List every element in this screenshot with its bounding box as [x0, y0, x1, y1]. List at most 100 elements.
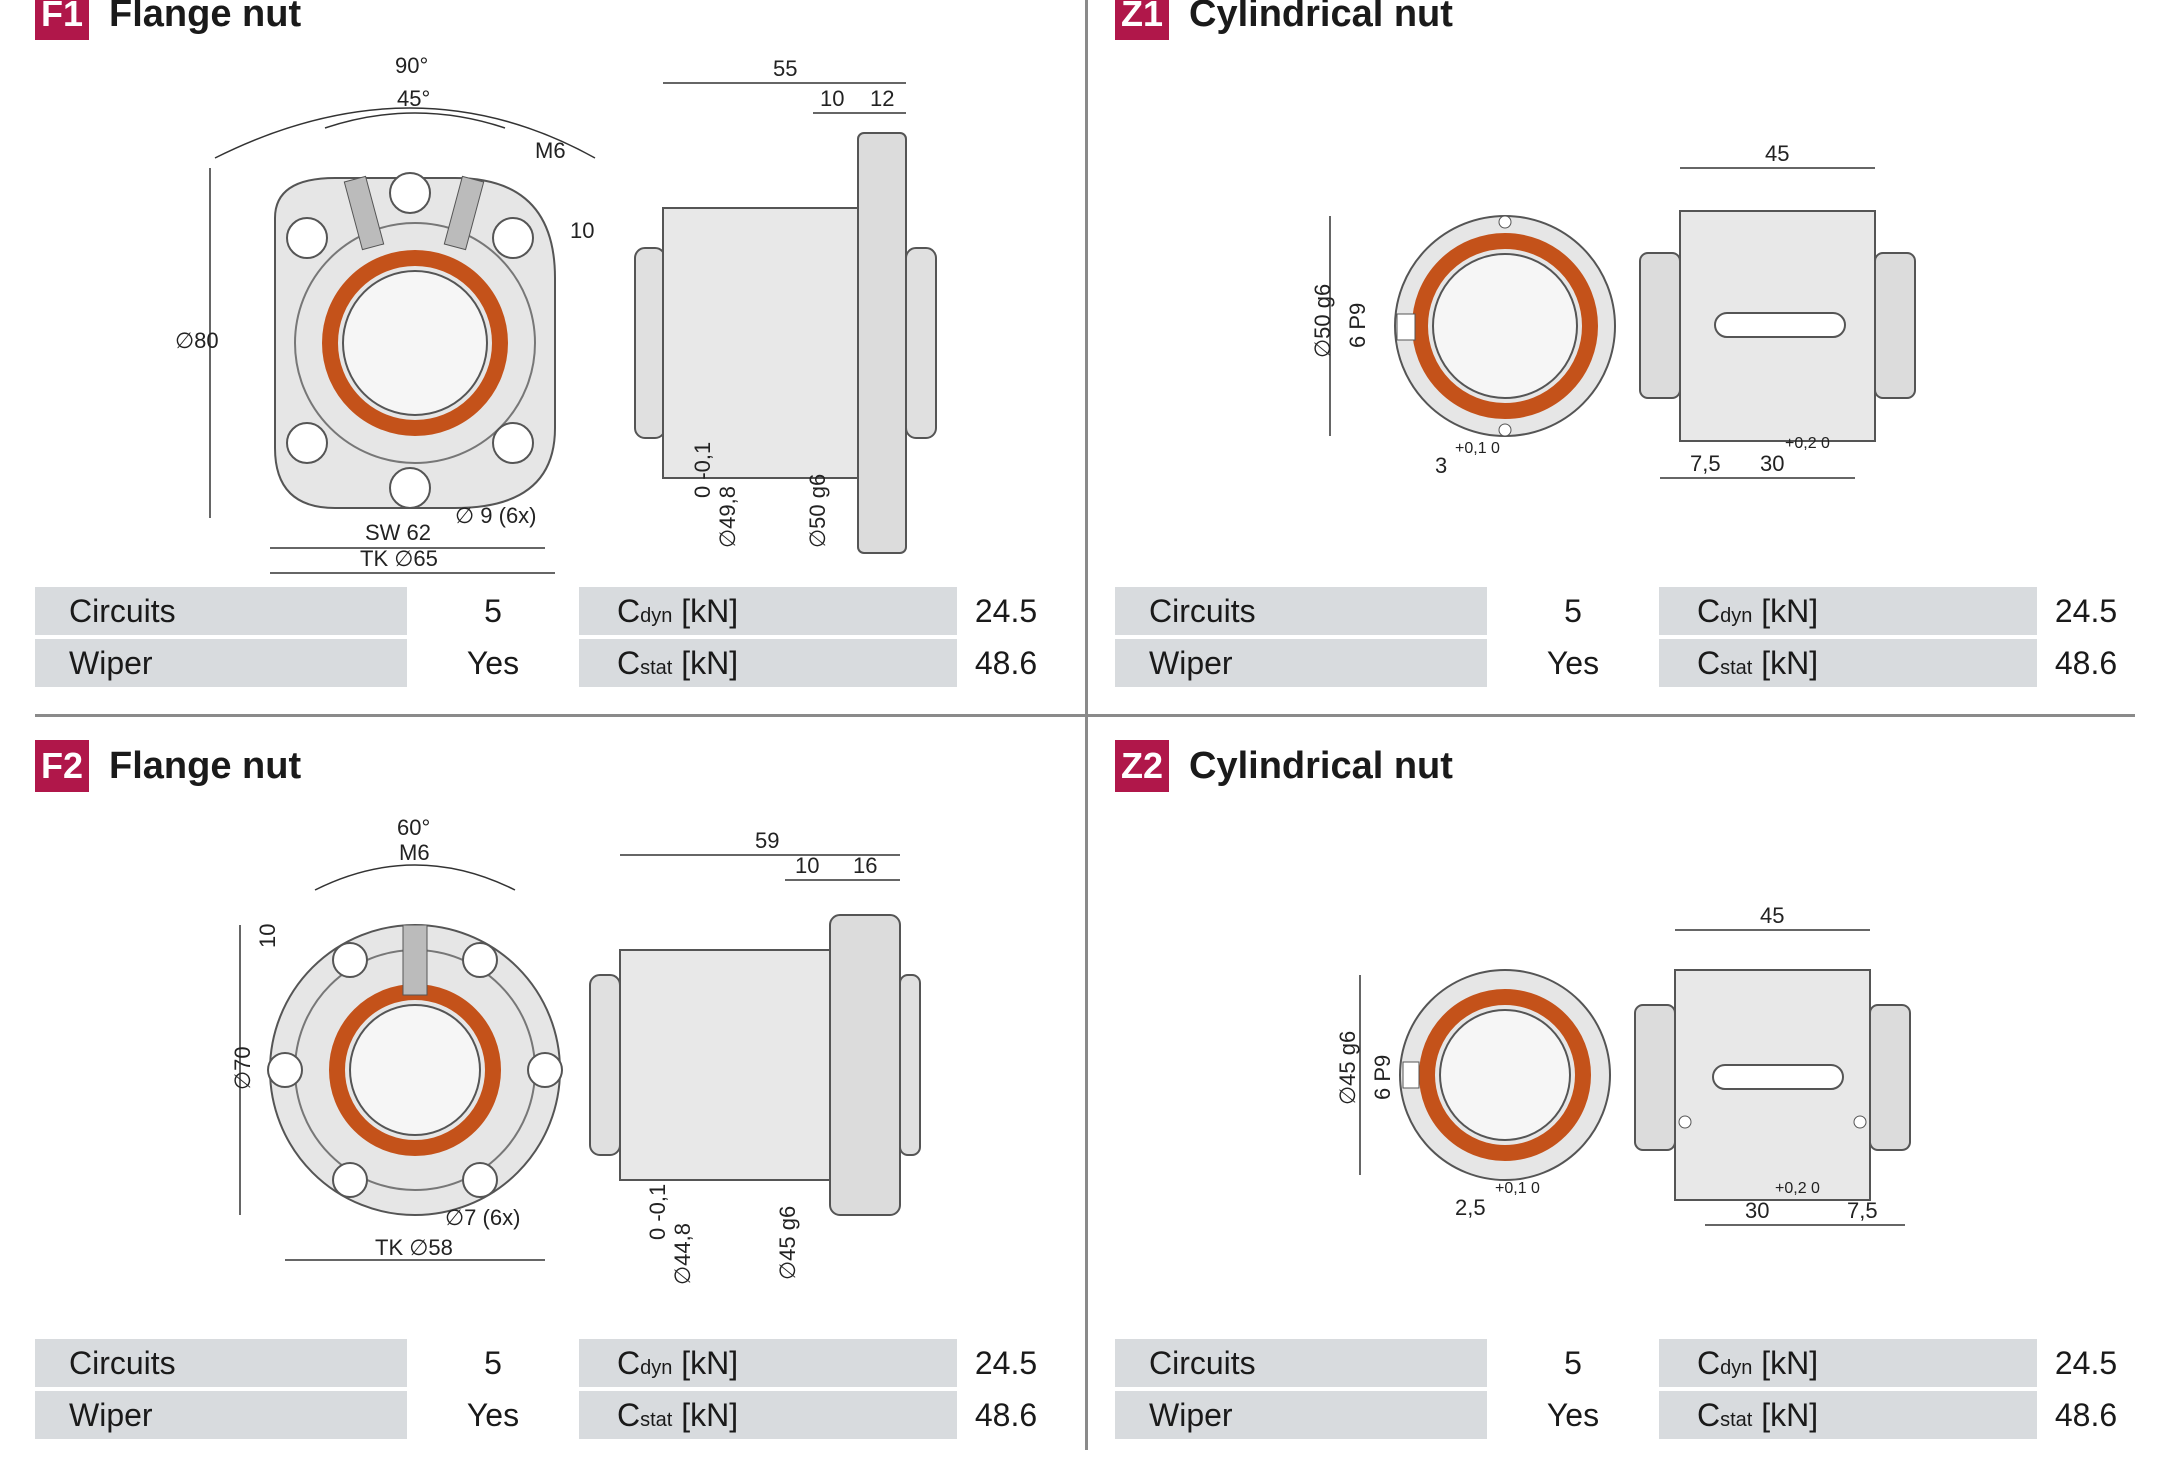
dim-dia-70: ∅70	[230, 1046, 255, 1090]
dim-dia-80: ∅80	[175, 328, 219, 353]
panel-code-badge: F2	[35, 740, 89, 792]
dim-16: 16	[853, 853, 877, 878]
panel-code-badge: Z2	[1115, 740, 1169, 792]
dim-dia-49: ∅49,8	[715, 486, 740, 548]
panel-header: F2 Flange nut	[35, 740, 301, 792]
dim-10b: 10	[795, 853, 819, 878]
cdyn-label: Cdyn [kN]	[579, 587, 957, 635]
flange-nut-drawing: 60° M6 10 ∅70 TK ∅58 ∅7 (6x) 59 10 16 ∅4…	[35, 800, 1055, 1360]
dim-59: 59	[755, 828, 779, 853]
dim-hole: ∅7 (6x)	[445, 1205, 520, 1230]
dim-30-tol: +0,2 0	[1775, 1180, 1820, 1197]
flange-nut-drawing: 90° 45° M6 10 ∅80 SW 62 TK ∅65 ∅ 9 (6x) …	[35, 28, 1055, 588]
dim-thread: M6	[535, 138, 566, 163]
dim-dia-50: ∅50 g6	[805, 474, 830, 548]
cstat-label: Cstat [kN]	[579, 1391, 957, 1439]
dim-7-5: 7,5	[1847, 1198, 1878, 1223]
panel-header: Z2 Cylindrical nut	[1115, 740, 1453, 792]
spec-row: Circuits 5 Cdyn [kN] 24.5	[1115, 1339, 2135, 1387]
dim-dia-45: ∅45 g6	[1335, 1031, 1360, 1105]
dim-sw: SW 62	[365, 520, 431, 545]
circuits-value: 5	[407, 1339, 579, 1387]
dim-3-tol: +0,1 0	[1455, 440, 1500, 457]
dim-angle-60: 60°	[397, 815, 430, 840]
spec-table: Circuits 5 Cdyn [kN] 24.5 Wiper Yes Csta…	[1115, 583, 2135, 691]
panel-title: Flange nut	[109, 744, 302, 787]
dim-dia-50: ∅50 g6	[1310, 284, 1335, 358]
cdyn-value: 24.5	[2037, 1339, 2135, 1387]
spec-table: Circuits 5 Cdyn [kN] 24.5 Wiper Yes Csta…	[35, 1335, 1055, 1443]
vertical-divider	[1085, 0, 1088, 1450]
dim-10: 10	[255, 924, 280, 948]
cstat-label: Cstat [kN]	[1659, 639, 2037, 687]
circuits-value: 5	[1487, 1339, 1659, 1387]
panel-z2: Z2 Cylindrical nut ∅45 g6 6 P9 2,5 +0,1 …	[1115, 740, 2135, 1440]
dim-key: 6 P9	[1345, 303, 1370, 348]
wiper-value: Yes	[407, 1391, 579, 1439]
cdyn-label: Cdyn [kN]	[1659, 1339, 2037, 1387]
spec-row: Wiper Yes Cstat [kN] 48.6	[1115, 1391, 2135, 1439]
dim-45: 45	[1760, 903, 1784, 928]
panel-code-badge: F1	[35, 0, 89, 40]
panel-code-badge: Z1	[1115, 0, 1169, 40]
dim-tk: TK ∅58	[375, 1235, 453, 1260]
panel-f1: F1 Flange nut 90° 45° M6 10 ∅	[35, 0, 1055, 688]
dim-key: 6 P9	[1370, 1055, 1395, 1100]
spec-table: Circuits 5 Cdyn [kN] 24.5 Wiper Yes Csta…	[1115, 1335, 2135, 1443]
technical-drawing-svg: 90° 45° M6 10 ∅80 SW 62 TK ∅65 ∅ 9 (6x) …	[175, 53, 937, 574]
cdyn-label: Cdyn [kN]	[1659, 587, 2037, 635]
spec-row: Circuits 5 Cdyn [kN] 24.5	[1115, 587, 2135, 635]
dim-thread: M6	[399, 840, 430, 865]
dim-2-5-tol: +0,1 0	[1495, 1180, 1540, 1197]
cstat-value: 48.6	[957, 1391, 1055, 1439]
cylindrical-nut-drawing: ∅45 g6 6 P9 2,5 +0,1 0 45 30 +0,2 0 7,5	[1115, 800, 2135, 1360]
cdyn-value: 24.5	[957, 587, 1055, 635]
dim-dia-44-tol: 0 -0,1	[645, 1184, 670, 1240]
dim-tk: TK ∅65	[360, 546, 438, 571]
dim-3: 3	[1435, 453, 1447, 478]
dim-30: 30	[1760, 451, 1784, 476]
circuits-label: Circuits	[35, 1339, 407, 1387]
circuits-label: Circuits	[1115, 1339, 1487, 1387]
dim-45: 45	[1765, 141, 1789, 166]
spec-row: Circuits 5 Cdyn [kN] 24.5	[35, 1339, 1055, 1387]
panel-title: Cylindrical nut	[1189, 0, 1453, 35]
panel-header: F1 Flange nut	[35, 0, 301, 40]
spec-row: Wiper Yes Cstat [kN] 48.6	[1115, 639, 2135, 687]
cstat-value: 48.6	[2037, 639, 2135, 687]
cstat-label: Cstat [kN]	[1659, 1391, 2037, 1439]
dim-30-tol: +0,2 0	[1785, 435, 1830, 452]
cdyn-value: 24.5	[2037, 587, 2135, 635]
dim-dia-44: ∅44,8	[670, 1223, 695, 1285]
spec-table: Circuits 5 Cdyn [kN] 24.5 Wiper Yes Csta…	[35, 583, 1055, 691]
wiper-label: Wiper	[1115, 1391, 1487, 1439]
cstat-label: Cstat [kN]	[579, 639, 957, 687]
technical-drawing-svg: 60° M6 10 ∅70 TK ∅58 ∅7 (6x) 59 10 16 ∅4…	[230, 815, 921, 1285]
dim-7-5: 7,5	[1690, 451, 1721, 476]
panel-f2: F2 Flange nut 60° M6 10 ∅70 TK ∅58 ∅7 (6…	[35, 740, 1055, 1440]
spec-row: Circuits 5 Cdyn [kN] 24.5	[35, 587, 1055, 635]
panel-title: Cylindrical nut	[1189, 744, 1453, 787]
wiper-label: Wiper	[1115, 639, 1487, 687]
cstat-value: 48.6	[2037, 1391, 2135, 1439]
cdyn-value: 24.5	[957, 1339, 1055, 1387]
horizontal-divider	[35, 714, 2135, 717]
dim-10: 10	[570, 218, 594, 243]
wiper-value: Yes	[407, 639, 579, 687]
wiper-label: Wiper	[35, 1391, 407, 1439]
circuits-value: 5	[1487, 587, 1659, 635]
dim-10b: 10	[820, 86, 844, 111]
cstat-value: 48.6	[957, 639, 1055, 687]
cylindrical-nut-drawing: ∅50 g6 6 P9 3 +0,1 0 45 7,5 30 +0,2 0	[1115, 28, 2135, 588]
wiper-value: Yes	[1487, 1391, 1659, 1439]
dim-dia-49-tol: 0 -0,1	[690, 442, 715, 498]
dim-hole: ∅ 9 (6x)	[455, 503, 537, 528]
spec-row: Wiper Yes Cstat [kN] 48.6	[35, 639, 1055, 687]
circuits-value: 5	[407, 587, 579, 635]
dim-12: 12	[870, 86, 894, 111]
dim-30: 30	[1745, 1198, 1769, 1223]
technical-drawing-svg: ∅50 g6 6 P9 3 +0,1 0 45 7,5 30 +0,2 0	[1310, 141, 1916, 479]
dim-55: 55	[773, 56, 797, 81]
wiper-value: Yes	[1487, 639, 1659, 687]
spec-row: Wiper Yes Cstat [kN] 48.6	[35, 1391, 1055, 1439]
